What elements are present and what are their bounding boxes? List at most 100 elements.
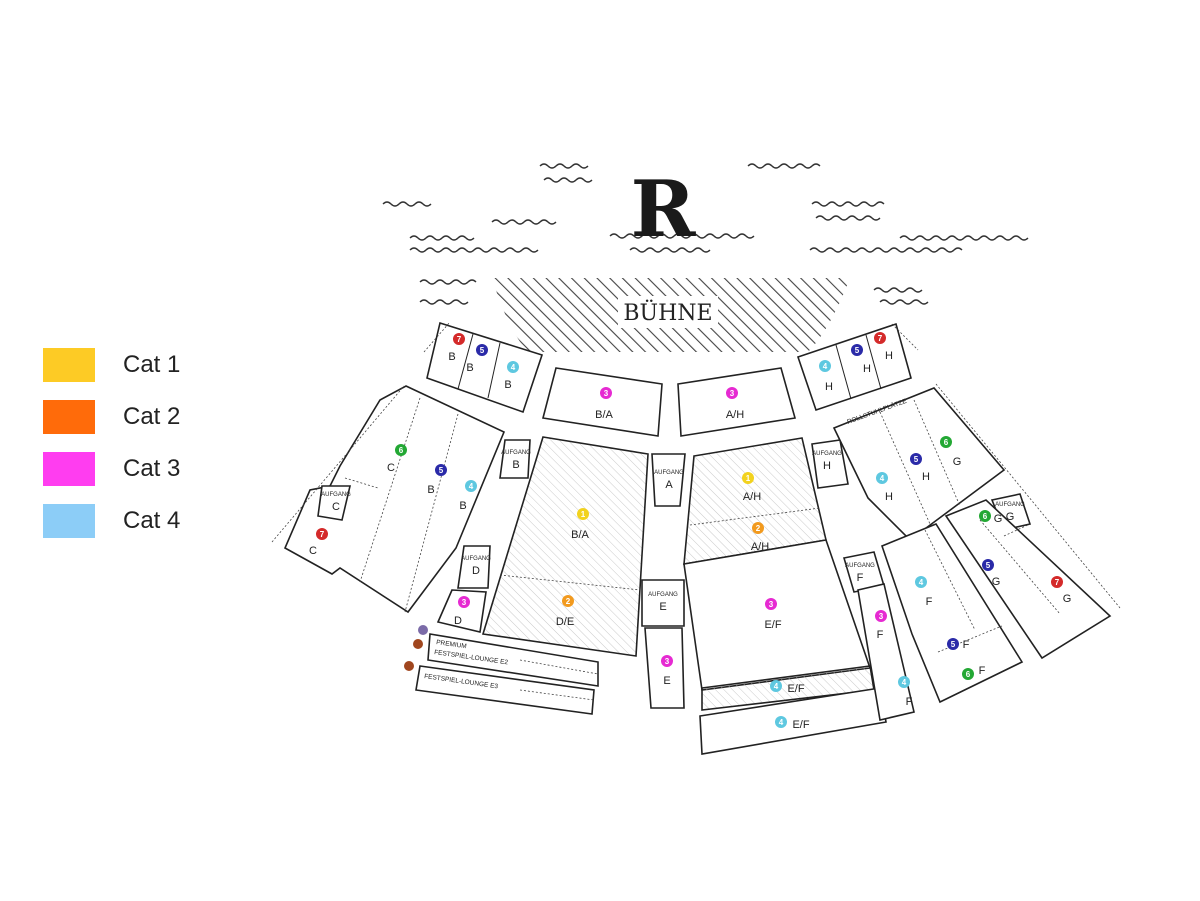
category-badge-number: 3 bbox=[604, 389, 609, 398]
block-g bbox=[944, 499, 1112, 660]
category-badge-number: 6 bbox=[399, 446, 404, 455]
category-badge-number: 4 bbox=[902, 678, 907, 687]
category-badge-number: 7 bbox=[878, 334, 883, 343]
section-g-6[interactable]: 6G bbox=[940, 436, 961, 468]
section-label: B bbox=[459, 500, 466, 512]
exit-d-label: AUFGANG bbox=[461, 556, 491, 562]
category-badge-number: 6 bbox=[983, 512, 988, 521]
block-divider bbox=[835, 344, 852, 400]
section-c-7[interactable]: 7C bbox=[309, 528, 328, 557]
lounge-hatch bbox=[519, 689, 595, 701]
legend-item-cat-4: Cat 4 bbox=[43, 504, 180, 538]
category-badge-number: 4 bbox=[880, 474, 885, 483]
category-badge-number: 3 bbox=[462, 598, 467, 607]
section-d-3[interactable]: 3D bbox=[454, 596, 470, 627]
category-badge-number: 5 bbox=[914, 455, 919, 464]
legend-swatch bbox=[43, 348, 95, 382]
section-ah-2[interactable]: 2A/H bbox=[751, 522, 769, 553]
block-divider bbox=[487, 342, 501, 399]
section-h-top-4[interactable]: 4H bbox=[819, 360, 833, 393]
section-f-3[interactable]: 3F bbox=[875, 610, 887, 641]
section-ef-3[interactable]: 3E/F bbox=[764, 598, 782, 631]
exit-h-label: AUFGANG bbox=[812, 451, 842, 457]
row-numbers-right bbox=[935, 383, 1121, 609]
row-numbers-top-left bbox=[423, 321, 451, 353]
category-badge bbox=[940, 436, 952, 448]
block-d-3 bbox=[436, 589, 487, 633]
category-badge bbox=[851, 344, 863, 356]
section-f-4a[interactable]: 4F bbox=[915, 576, 933, 608]
section-ah-front[interactable]: 3A/H bbox=[726, 387, 744, 421]
category-badge bbox=[600, 387, 612, 399]
section-label: F bbox=[906, 696, 913, 708]
lounge-e2 bbox=[427, 633, 599, 687]
section-e-3[interactable]: 3E bbox=[661, 655, 673, 687]
category-badge bbox=[819, 360, 831, 372]
legend-item-cat-3: Cat 3 bbox=[43, 452, 180, 486]
legend-label: Cat 4 bbox=[123, 507, 181, 534]
section-c-6[interactable]: 6C bbox=[387, 444, 407, 474]
section-label: C bbox=[309, 545, 317, 557]
section-b-top-7[interactable]: 7B bbox=[448, 333, 465, 363]
category-badge bbox=[775, 716, 787, 728]
premium-dot bbox=[418, 625, 428, 635]
block-divider bbox=[344, 477, 379, 489]
section-label: H bbox=[885, 491, 893, 503]
category-badge bbox=[1051, 576, 1063, 588]
category-badge bbox=[770, 680, 782, 692]
category-badge-number: 3 bbox=[730, 389, 735, 398]
category-badge-number: 2 bbox=[756, 524, 761, 533]
section-h-5[interactable]: 5H bbox=[910, 453, 930, 483]
section-label: E bbox=[663, 675, 670, 687]
category-badge-number: 7 bbox=[1055, 578, 1060, 587]
block-divider bbox=[359, 397, 421, 583]
section-label: F bbox=[926, 596, 933, 608]
section-g-5[interactable]: 5G bbox=[982, 559, 1000, 588]
block-left-wing bbox=[283, 385, 506, 614]
section-ba-front[interactable]: 3B/A bbox=[595, 387, 614, 421]
section-f-4b[interactable]: 4F bbox=[898, 676, 913, 708]
section-b-4[interactable]: 4B bbox=[459, 480, 477, 512]
section-ba-1[interactable]: 1B/A bbox=[571, 508, 590, 541]
section-label: H bbox=[863, 363, 871, 375]
category-badge bbox=[661, 655, 673, 667]
section-b-top-5[interactable]: 5B bbox=[466, 344, 488, 374]
section-b-5[interactable]: 5B bbox=[427, 464, 447, 496]
exit-g-label: AUFGANG bbox=[995, 502, 1025, 508]
exit-g-letter: G bbox=[1006, 511, 1015, 523]
section-h-top-5[interactable]: 5H bbox=[851, 344, 871, 375]
section-label: A/H bbox=[726, 409, 744, 421]
category-badge bbox=[765, 598, 777, 610]
section-h-4[interactable]: 4H bbox=[876, 472, 893, 503]
section-ah-1[interactable]: 1A/H bbox=[742, 472, 761, 503]
section-label: D/E bbox=[556, 616, 574, 628]
exit-e-box bbox=[641, 579, 685, 627]
category-badge bbox=[915, 576, 927, 588]
category-badge bbox=[395, 444, 407, 456]
category-badge-number: 3 bbox=[769, 600, 774, 609]
legend-label: Cat 1 bbox=[123, 351, 181, 378]
section-b-top-4[interactable]: 4B bbox=[504, 361, 519, 391]
section-h-top-7[interactable]: 7H bbox=[874, 332, 893, 362]
block-ef bbox=[683, 539, 872, 691]
section-label: B/A bbox=[571, 529, 589, 541]
legend-item-cat-2: Cat 2 bbox=[43, 400, 180, 434]
category-badge-number: 3 bbox=[879, 612, 884, 621]
category-badge bbox=[898, 676, 910, 688]
category-badge-number: 4 bbox=[919, 578, 924, 587]
exit-d-letter: D bbox=[472, 565, 480, 577]
lounge-hatch bbox=[519, 659, 599, 675]
exit-c-box bbox=[317, 485, 352, 521]
section-g-7[interactable]: 7G bbox=[1051, 576, 1071, 605]
section-label: E/F bbox=[792, 719, 809, 731]
section-de-2[interactable]: 2D/E bbox=[556, 595, 574, 628]
category-badge-number: 5 bbox=[439, 466, 444, 475]
category-badge-number: 7 bbox=[320, 530, 325, 539]
block-e-3 bbox=[644, 627, 685, 709]
